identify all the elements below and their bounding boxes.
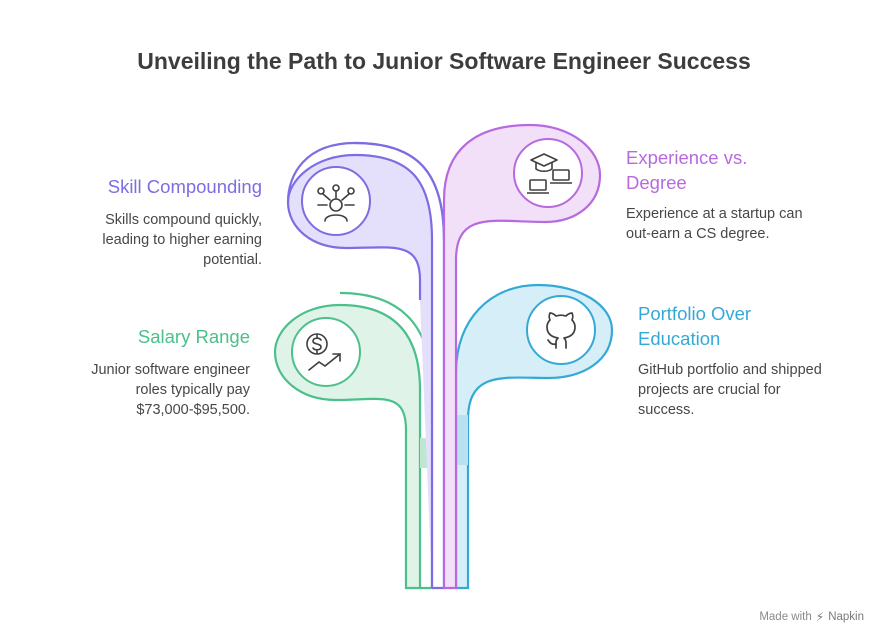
skill-description: Skills compound quickly, leading to high… (102, 212, 262, 268)
napkin-logo-icon: ⚡ (815, 610, 825, 624)
salary-icon-circle (291, 317, 361, 387)
github-icon (546, 312, 576, 349)
portfolio-icon-circle (526, 295, 596, 365)
network-person-icon (317, 184, 355, 222)
footer-credit: Made with ⚡ Napkin (759, 610, 864, 624)
salary-heading: Salary Range (137, 326, 250, 347)
experience-description: Experience at a startup can out-earn a C… (626, 206, 803, 242)
skill-icon-circle (301, 166, 371, 236)
portfolio-heading: Portfolio Over Education (638, 303, 752, 349)
skill-heading: Skill Compounding (107, 176, 262, 197)
dollar-trend-icon (306, 333, 341, 371)
graduation-laptop-icon (527, 153, 572, 194)
experience-leaf (442, 123, 602, 590)
portfolio-description: GitHub portfolio and shipped projects ar… (638, 362, 822, 418)
salary-description: Junior software engineer roles typically… (91, 362, 250, 418)
page-title: Unveiling the Path to Junior Software En… (137, 48, 751, 74)
napkin-brand: Napkin (828, 611, 864, 623)
experience-heading: Experience vs. Degree (626, 147, 748, 193)
made-with-text: Made with (759, 611, 812, 623)
experience-icon-circle (513, 138, 583, 208)
